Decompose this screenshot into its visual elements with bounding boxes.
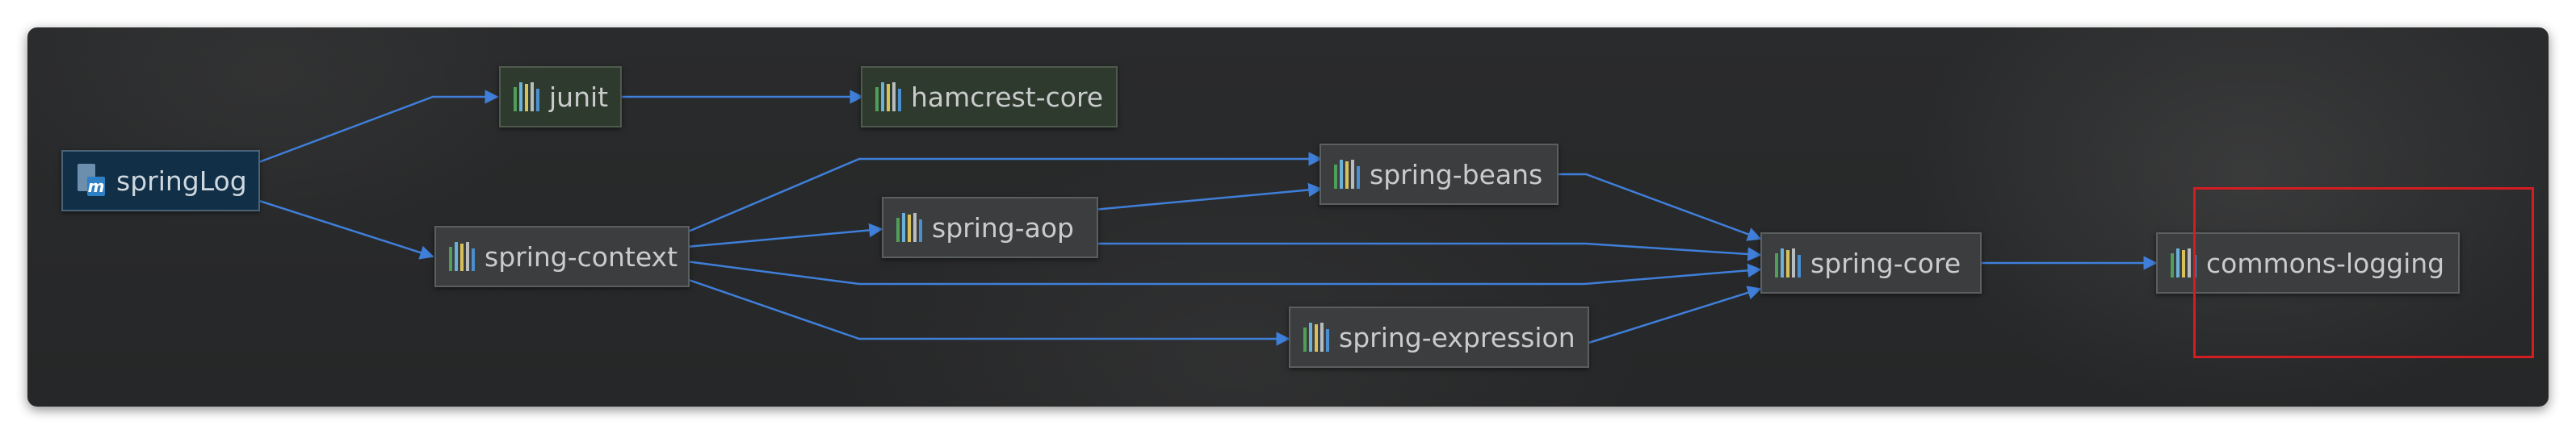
edge-aop-beans <box>1093 182 1323 211</box>
edge-context-core-a <box>686 260 1762 286</box>
node-springlog[interactable]: m springLog <box>61 150 260 211</box>
library-icon <box>1303 323 1329 352</box>
node-label: junit <box>549 81 609 113</box>
edge-context-aop <box>686 223 883 248</box>
node-label: springLog <box>116 165 247 197</box>
library-icon <box>1334 160 1360 189</box>
node-label: spring-expression <box>1339 321 1575 353</box>
edge-springlog-spring-context <box>256 198 434 260</box>
edge-layer <box>256 90 2158 346</box>
library-icon <box>896 213 922 242</box>
dependency-diagram: m springLog junit hamcrest-core spring-c… <box>27 27 2549 407</box>
edge-beans-core <box>1555 173 1762 241</box>
node-spring-beans[interactable]: spring-beans <box>1319 144 1559 205</box>
library-icon <box>514 82 539 111</box>
node-label: hamcrest-core <box>911 81 1104 113</box>
edge-springlog-junit <box>256 90 499 165</box>
edge-context-expression <box>686 278 1290 346</box>
node-label: commons-logging <box>2206 247 2445 279</box>
node-label: spring-context <box>485 240 678 273</box>
node-spring-aop[interactable]: spring-aop <box>882 197 1098 258</box>
node-spring-expression[interactable]: spring-expression <box>1289 307 1589 368</box>
node-label: spring-beans <box>1370 158 1543 190</box>
node-spring-core[interactable]: spring-core <box>1760 232 1982 294</box>
node-junit[interactable]: junit <box>499 66 622 127</box>
maven-module-icon: m <box>76 164 105 198</box>
edge-context-beans <box>686 152 1323 234</box>
node-commons-logging[interactable]: commons-logging <box>2156 232 2460 294</box>
library-icon <box>1775 248 1801 278</box>
library-icon <box>875 82 901 111</box>
node-spring-context[interactable]: spring-context <box>434 226 690 287</box>
node-label: spring-aop <box>932 211 1075 244</box>
edge-aop-core <box>1093 242 1762 261</box>
node-label: spring-core <box>1810 247 1961 279</box>
highlight-box <box>2193 187 2534 358</box>
library-icon <box>449 242 475 271</box>
edge-expression-core <box>1585 286 1762 345</box>
node-hamcrest-core[interactable]: hamcrest-core <box>861 66 1118 127</box>
